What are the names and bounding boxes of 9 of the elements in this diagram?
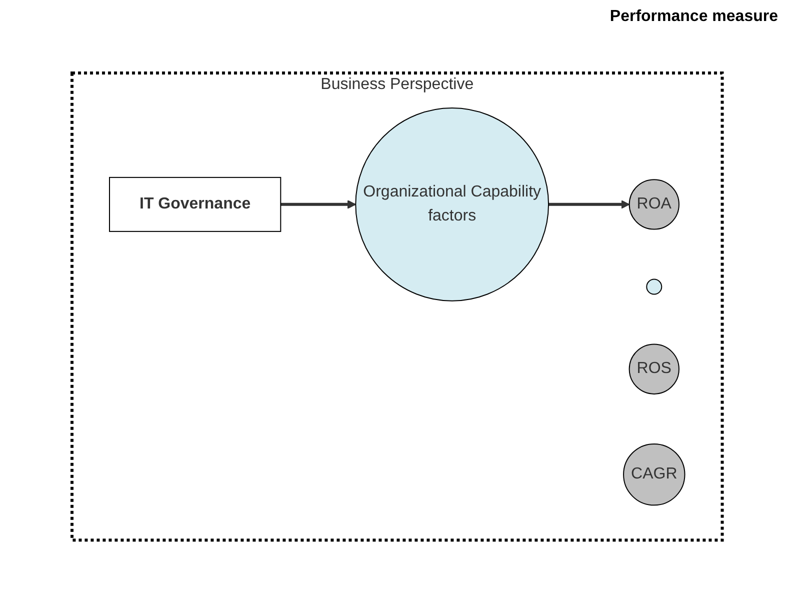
arrow: [548, 200, 630, 209]
node-circle: ROA: [628, 179, 680, 230]
arrow: [280, 200, 356, 209]
group-heading: Performance measure: [610, 8, 778, 26]
node-circle: [646, 278, 662, 295]
node-circle: CAGR: [622, 443, 686, 506]
node-circle: ROS: [628, 344, 680, 394]
node-circle: Organizational Capability factors: [355, 107, 549, 302]
node-box: IT Governance: [108, 176, 282, 232]
